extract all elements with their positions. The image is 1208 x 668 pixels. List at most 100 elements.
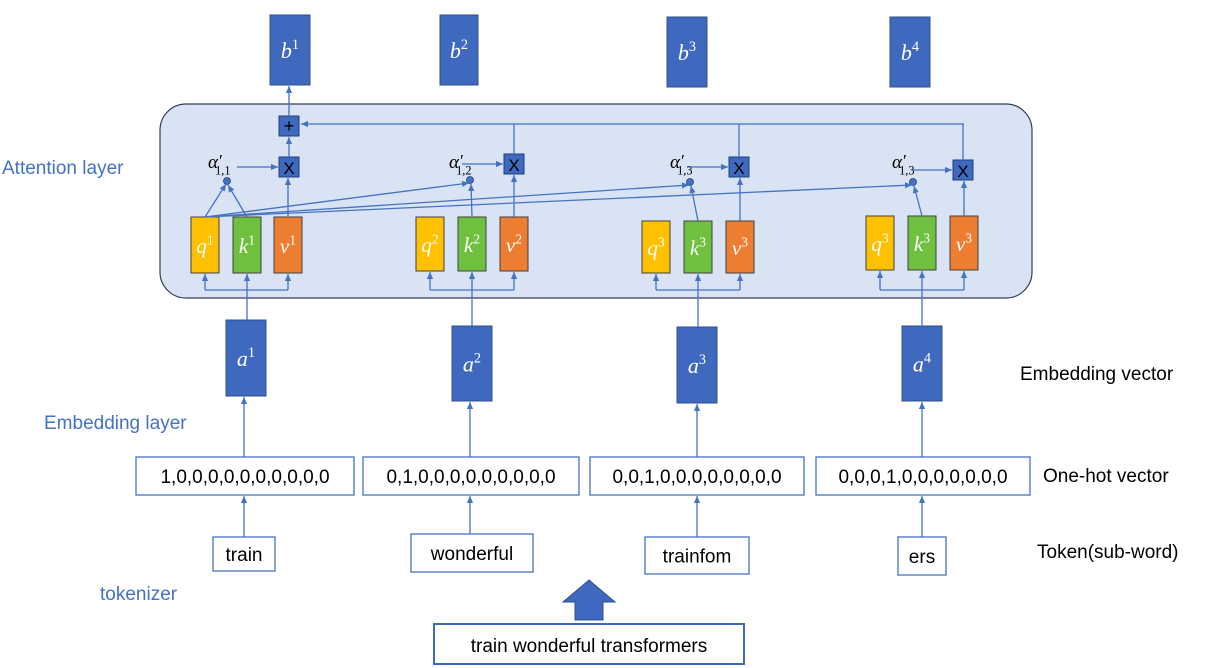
q-label-base: q: [196, 234, 207, 258]
query-to-score-arrow: [204, 182, 690, 218]
key-to-score-arrow: [227, 184, 248, 218]
tokenize-up-arrow: [561, 579, 617, 621]
v-label: v3: [956, 231, 972, 256]
q-label: q3: [647, 235, 665, 260]
v-label-base: v: [280, 234, 290, 258]
token-subword-label: Token(sub-word): [1037, 542, 1179, 563]
key-to-score-arrow: [689, 185, 699, 222]
v-label-base: v: [506, 233, 516, 257]
embedding-layer-label: Embedding layer: [44, 413, 187, 434]
k-label-base: k: [239, 234, 249, 258]
output-label-sup: 2: [461, 37, 468, 53]
k-box: [457, 216, 487, 272]
embedding-label-base: a: [463, 352, 474, 377]
q-box: [865, 215, 895, 271]
multiply-symbol: X: [733, 159, 744, 178]
multiply-symbol: X: [957, 162, 968, 181]
v-label-sup: 3: [965, 231, 972, 246]
k-label-sup: 1: [248, 233, 255, 248]
embedding-label-base: a: [237, 346, 248, 371]
attention-weight-label-sub: 1,3: [677, 164, 692, 178]
q-label-sup: 1: [207, 233, 214, 248]
output-label: b3: [678, 39, 696, 65]
v-box: [499, 216, 529, 272]
k-box: [907, 215, 937, 271]
attention-weight-label-base: α: [670, 152, 681, 173]
token-box: [897, 536, 947, 576]
query-to-score-arrow: [204, 182, 913, 218]
output-label-sup: 1: [292, 37, 299, 53]
k-label-base: k: [690, 236, 700, 260]
attention-weight-label: α′1,2: [449, 151, 472, 178]
output-label-base: b: [281, 38, 292, 63]
output-box: [889, 16, 931, 88]
k-label: k2: [464, 232, 480, 257]
embedding-box: [901, 325, 943, 402]
q-label-sup: 3: [658, 235, 665, 250]
q-box: [641, 220, 671, 274]
attention-weight-label-prime: ′: [459, 151, 463, 170]
multiply-symbol: X: [283, 159, 294, 178]
q-label-base: q: [871, 232, 882, 256]
output-box: [269, 14, 311, 86]
embedding-label: a3: [688, 352, 706, 378]
embedding-box: [451, 325, 493, 402]
q-box: [190, 216, 220, 274]
multiply-symbol: X: [508, 156, 519, 175]
attention-weight-label-sub: 1,3: [899, 164, 914, 178]
k-label-sup: 2: [473, 232, 480, 247]
v-box: [273, 216, 303, 274]
q-label: q1: [196, 233, 213, 258]
attention-weight-label-sub: 1,2: [456, 164, 471, 178]
output-label-sup: 4: [912, 39, 919, 55]
input-sentence-text: train wonderful transformers: [471, 636, 708, 657]
k-box: [232, 216, 262, 274]
output-label-base: b: [901, 40, 912, 65]
embedding-label-sup: 2: [474, 351, 481, 367]
attention-weight-label-prime: ′: [902, 151, 906, 170]
output-label-sup: 3: [689, 39, 696, 55]
q-label-base: q: [421, 233, 432, 257]
embedding-label: a1: [237, 345, 255, 371]
sum-symbol: +: [284, 116, 295, 136]
embedding-box: [676, 326, 718, 404]
onehot-text: 0,0,1,0,0,0,0,0,0,0,0: [612, 467, 781, 488]
output-label: b2: [450, 37, 468, 63]
output-label-base: b: [450, 38, 461, 63]
attention-weight-label-sub: 1,1: [215, 164, 230, 178]
token-text: wonderful: [430, 544, 513, 565]
query-to-score-arrow: [204, 183, 227, 218]
onehot-text: 1,0,0,0,0,0,0,0,0,0,0: [160, 467, 329, 488]
key-to-score-arrow: [468, 183, 475, 218]
embedding-label-base: a: [688, 353, 699, 378]
v-box: [725, 220, 755, 274]
embedding-label: a4: [913, 351, 931, 377]
embedding-label: a2: [463, 351, 481, 377]
attention-layer-label: Attention layer: [2, 158, 124, 179]
attention-layer-panel: [159, 103, 1033, 299]
v-label: v3: [732, 235, 748, 260]
k-label-sup: 3: [923, 231, 930, 246]
attention-weight-label: α′1,1: [208, 151, 231, 178]
output-box: [666, 16, 708, 88]
v-label-sup: 2: [515, 232, 522, 247]
v-label: v2: [506, 232, 522, 257]
attention-weight-label: α′1,3: [892, 151, 915, 178]
token-text: train: [226, 545, 263, 566]
v-label-sup: 3: [741, 235, 748, 250]
embedding-label-sup: 1: [248, 345, 255, 361]
embedding-vector-label: Embedding vector: [1020, 364, 1174, 385]
v-label: v1: [280, 233, 296, 258]
v-label-base: v: [732, 236, 742, 260]
q-label: q2: [421, 232, 439, 257]
q-label-sup: 3: [882, 231, 889, 246]
attention-weight-label-base: α: [892, 152, 903, 173]
one-hot-vector-label: One-hot vector: [1043, 466, 1169, 487]
v-label-sup: 1: [289, 233, 296, 248]
onehot-box: [815, 456, 1031, 496]
onehot-text: 0,1,0,0,0,0,0,0,0,0,0: [386, 467, 555, 488]
token-box: [410, 533, 534, 573]
output-label: b4: [901, 39, 919, 65]
